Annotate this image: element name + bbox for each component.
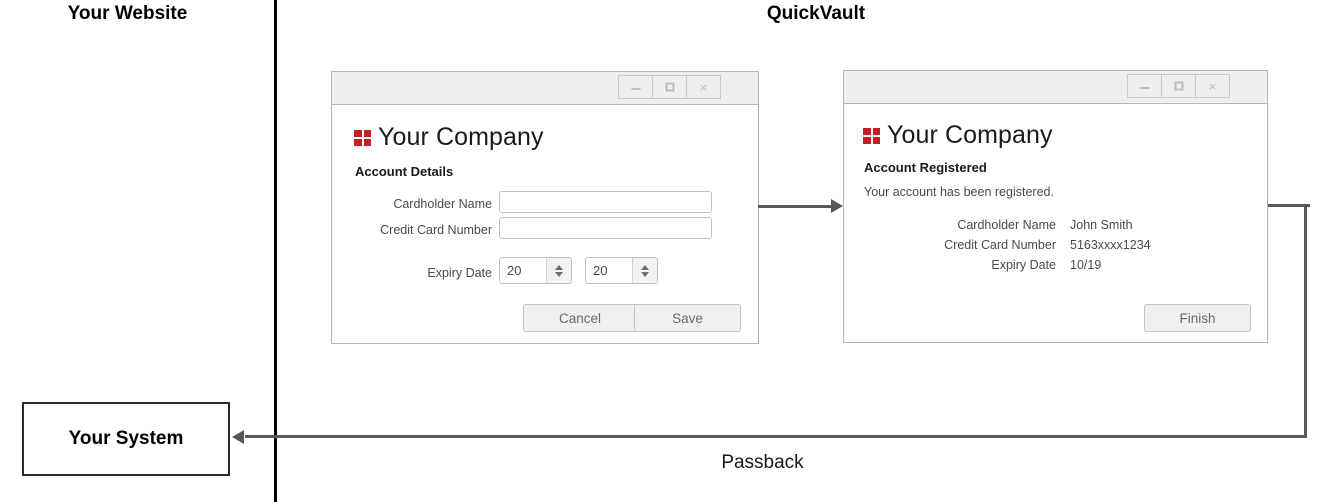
window-buttons: × [1127,74,1230,98]
summary-label-cardholder-name: Cardholder Name [957,218,1056,232]
stepper-up-icon[interactable] [641,264,649,270]
label-cardholder-name: Cardholder Name [393,197,492,211]
expiry-year-stepper[interactable]: 20 [585,257,658,284]
window-buttons: × [618,75,721,99]
flow-arrow-line-forward [758,205,832,208]
window-titlebar: × [332,72,758,105]
label-credit-card-number: Credit Card Number [380,223,492,237]
flow-arrow-head-forward [831,199,843,213]
section-heading: Account Registered [864,160,987,175]
expiry-month-stepper[interactable]: 20 [499,257,572,284]
finish-button[interactable]: Finish [1144,304,1251,332]
brand-lockup: Your Company [863,121,1053,150]
passback-segment-top [1268,204,1310,207]
window-body: Your Company Account Details Cardholder … [332,105,758,344]
cancel-button[interactable]: Cancel [523,304,637,332]
zone-title-quickvault: QuickVault [766,3,866,24]
expiry-year-arrows[interactable] [632,258,657,283]
minimize-icon[interactable] [1127,74,1162,98]
account-registered-window: × Your Company Account Registered Your a… [843,70,1268,343]
zone-title-your-website: Your Website [67,3,188,24]
stepper-down-icon[interactable] [555,271,563,277]
label-expiry-date: Expiry Date [427,266,492,280]
passback-label: Passback [721,452,804,473]
brand-lockup: Your Company [354,123,544,152]
zone-divider-line [274,0,277,502]
input-cardholder-name[interactable] [499,191,712,213]
your-system-box: Your System [22,402,230,476]
section-heading: Account Details [355,164,454,179]
brand-name: Your Company [378,123,544,151]
expiry-year-value: 20 [593,263,608,278]
save-button[interactable]: Save [634,304,741,332]
your-system-label: Your System [68,428,184,449]
maximize-icon[interactable] [652,75,687,99]
summary-label-expiry-date: Expiry Date [991,258,1056,272]
stepper-up-icon[interactable] [555,264,563,270]
account-details-window: × Your Company Account Details Cardholde… [331,71,759,344]
summary-value-cardholder-name: John Smith [1070,218,1133,232]
maximize-icon[interactable] [1161,74,1196,98]
expiry-month-value: 20 [507,263,522,278]
confirmation-message: Your account has been registered. [864,185,1054,199]
input-credit-card-number[interactable] [499,217,712,239]
company-logo-icon [354,129,371,146]
window-titlebar: × [844,71,1267,104]
close-icon[interactable]: × [1195,74,1230,98]
minimize-icon[interactable] [618,75,653,99]
summary-value-expiry-date: 10/19 [1070,258,1102,272]
passback-segment-right [1304,204,1307,438]
summary-value-credit-card-number: 5163xxxx1234 [1070,238,1151,252]
passback-arrow-head [232,430,244,444]
passback-segment-bottom [245,435,1307,438]
company-logo-icon [863,127,880,144]
summary-label-credit-card-number: Credit Card Number [944,238,1056,252]
expiry-month-arrows[interactable] [546,258,571,283]
close-icon[interactable]: × [686,75,721,99]
brand-name: Your Company [887,121,1053,149]
window-body: Your Company Account Registered Your acc… [844,104,1267,343]
stepper-down-icon[interactable] [641,271,649,277]
